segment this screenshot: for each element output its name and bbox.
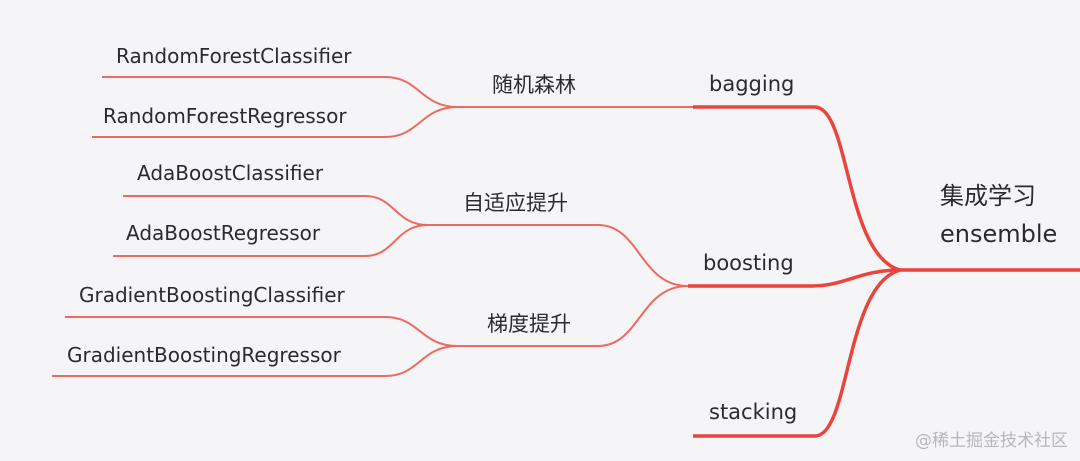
link-root-bagging (814, 105, 901, 272)
link-rf-classifier (384, 76, 459, 108)
method-bagging: bagging (709, 72, 795, 96)
method-stacking: stacking (709, 400, 798, 424)
link-gb-regressor (384, 345, 459, 377)
root-label-en: ensemble (940, 220, 1058, 248)
algorithm-random-forest: 随机森林 (492, 73, 576, 97)
link-rf-regressor (384, 106, 459, 138)
link-root-boosting (811, 268, 901, 288)
link-gb-classifier (384, 316, 459, 347)
algorithm-adaptive-boosting: 自适应提升 (463, 191, 568, 215)
link-ada-regressor (364, 224, 429, 257)
estimator-ada-classifier: AdaBoostClassifier (137, 161, 324, 185)
estimator-rf-regressor: RandomForestRegressor (103, 104, 347, 128)
algorithm-gradient-boosting: 梯度提升 (487, 312, 571, 336)
watermark-text: @稀土掘金技术社区 (915, 431, 1068, 451)
method-boosting: boosting (703, 251, 794, 275)
estimator-rf-classifier: RandomForestClassifier (116, 44, 352, 68)
root-label-zh: 集成学习 (940, 182, 1036, 210)
estimator-gb-classifier: GradientBoostingClassifier (79, 283, 345, 307)
estimator-ada-regressor: AdaBoostRegressor (126, 221, 321, 245)
estimator-gb-regressor: GradientBoostingRegressor (67, 343, 341, 367)
link-boosting-ada (597, 224, 689, 287)
link-ada-classifier (364, 195, 429, 226)
link-root-stacking (814, 268, 901, 438)
link-boosting-gb (597, 285, 689, 347)
